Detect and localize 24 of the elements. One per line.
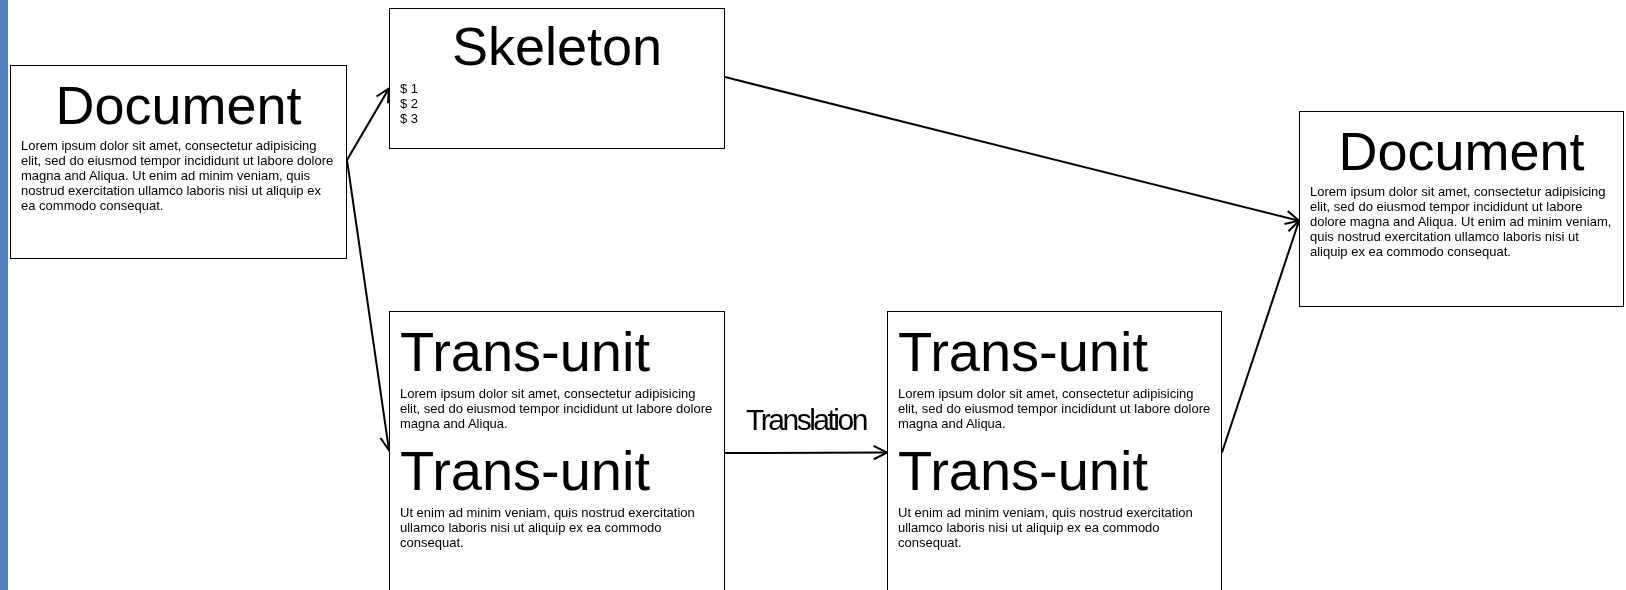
arrow: [724, 444, 888, 461]
arrow: [346, 87, 390, 162]
placeholder-line: $ 1: [400, 81, 419, 96]
text-box: [389, 8, 725, 149]
body-text: Lorem ipsum dolor sit amet, consectetur adipisicing elit, sed do eiusmod tempor incididunt ut labore dolore magna and Aliqua.: [898, 386, 1211, 431]
node-heading: Skeleton: [451, 19, 663, 73]
arrow: [724, 76, 1300, 225]
body-text: Ut enim ad minim veniam, quis nostrud exercitation ullamco laboris nisi ut aliquip ex ea commodo consequat.: [400, 505, 696, 550]
node-heading: Trans-unit: [400, 324, 650, 380]
placeholder-line: $ 2: [400, 96, 419, 111]
text-box: [1299, 111, 1624, 307]
node-heading: Document: [1338, 124, 1585, 178]
body-text: Ut enim ad minim veniam, quis nostrud exercitation ullamco laboris nisi ut aliquip ex ea commodo consequat.: [898, 505, 1194, 550]
node-heading: Document: [55, 78, 302, 132]
node-heading: Trans-unit: [898, 443, 1148, 499]
body-text: Lorem ipsum dolor sit amet, consectetur adipisicing elit, sed do eiusmod tempor incididunt ut labore dolore magna and Aliqua. Ut enim ad minim veniam, quis nostrud exercitation ullamco laboris nisi ut aliquip ex ea commodo consequat.: [21, 138, 335, 213]
body-text: Lorem ipsum dolor sit amet, consectetur adipisicing elit, sed do eiusmod tempor incididunt ut labore dolore magna and Aliqua.: [400, 386, 714, 431]
body-text: Lorem ipsum dolor sit amet, consectetur adipisicing elit, sed do eiusmod tempor incididunt ut labore dolore magna and Aliqua. Ut enim ad minim veniam, quis nostrud exercitation ullamco laboris nisi ut aliquip ex ea commodo consequat.: [1310, 184, 1613, 259]
text-box: [887, 311, 1222, 590]
placeholder-line: $ 3: [400, 111, 419, 126]
text-box: [389, 311, 725, 590]
node-heading: Trans-unit: [400, 443, 650, 499]
node-heading: Trans-unit: [898, 324, 1148, 380]
text-box: [10, 65, 347, 259]
